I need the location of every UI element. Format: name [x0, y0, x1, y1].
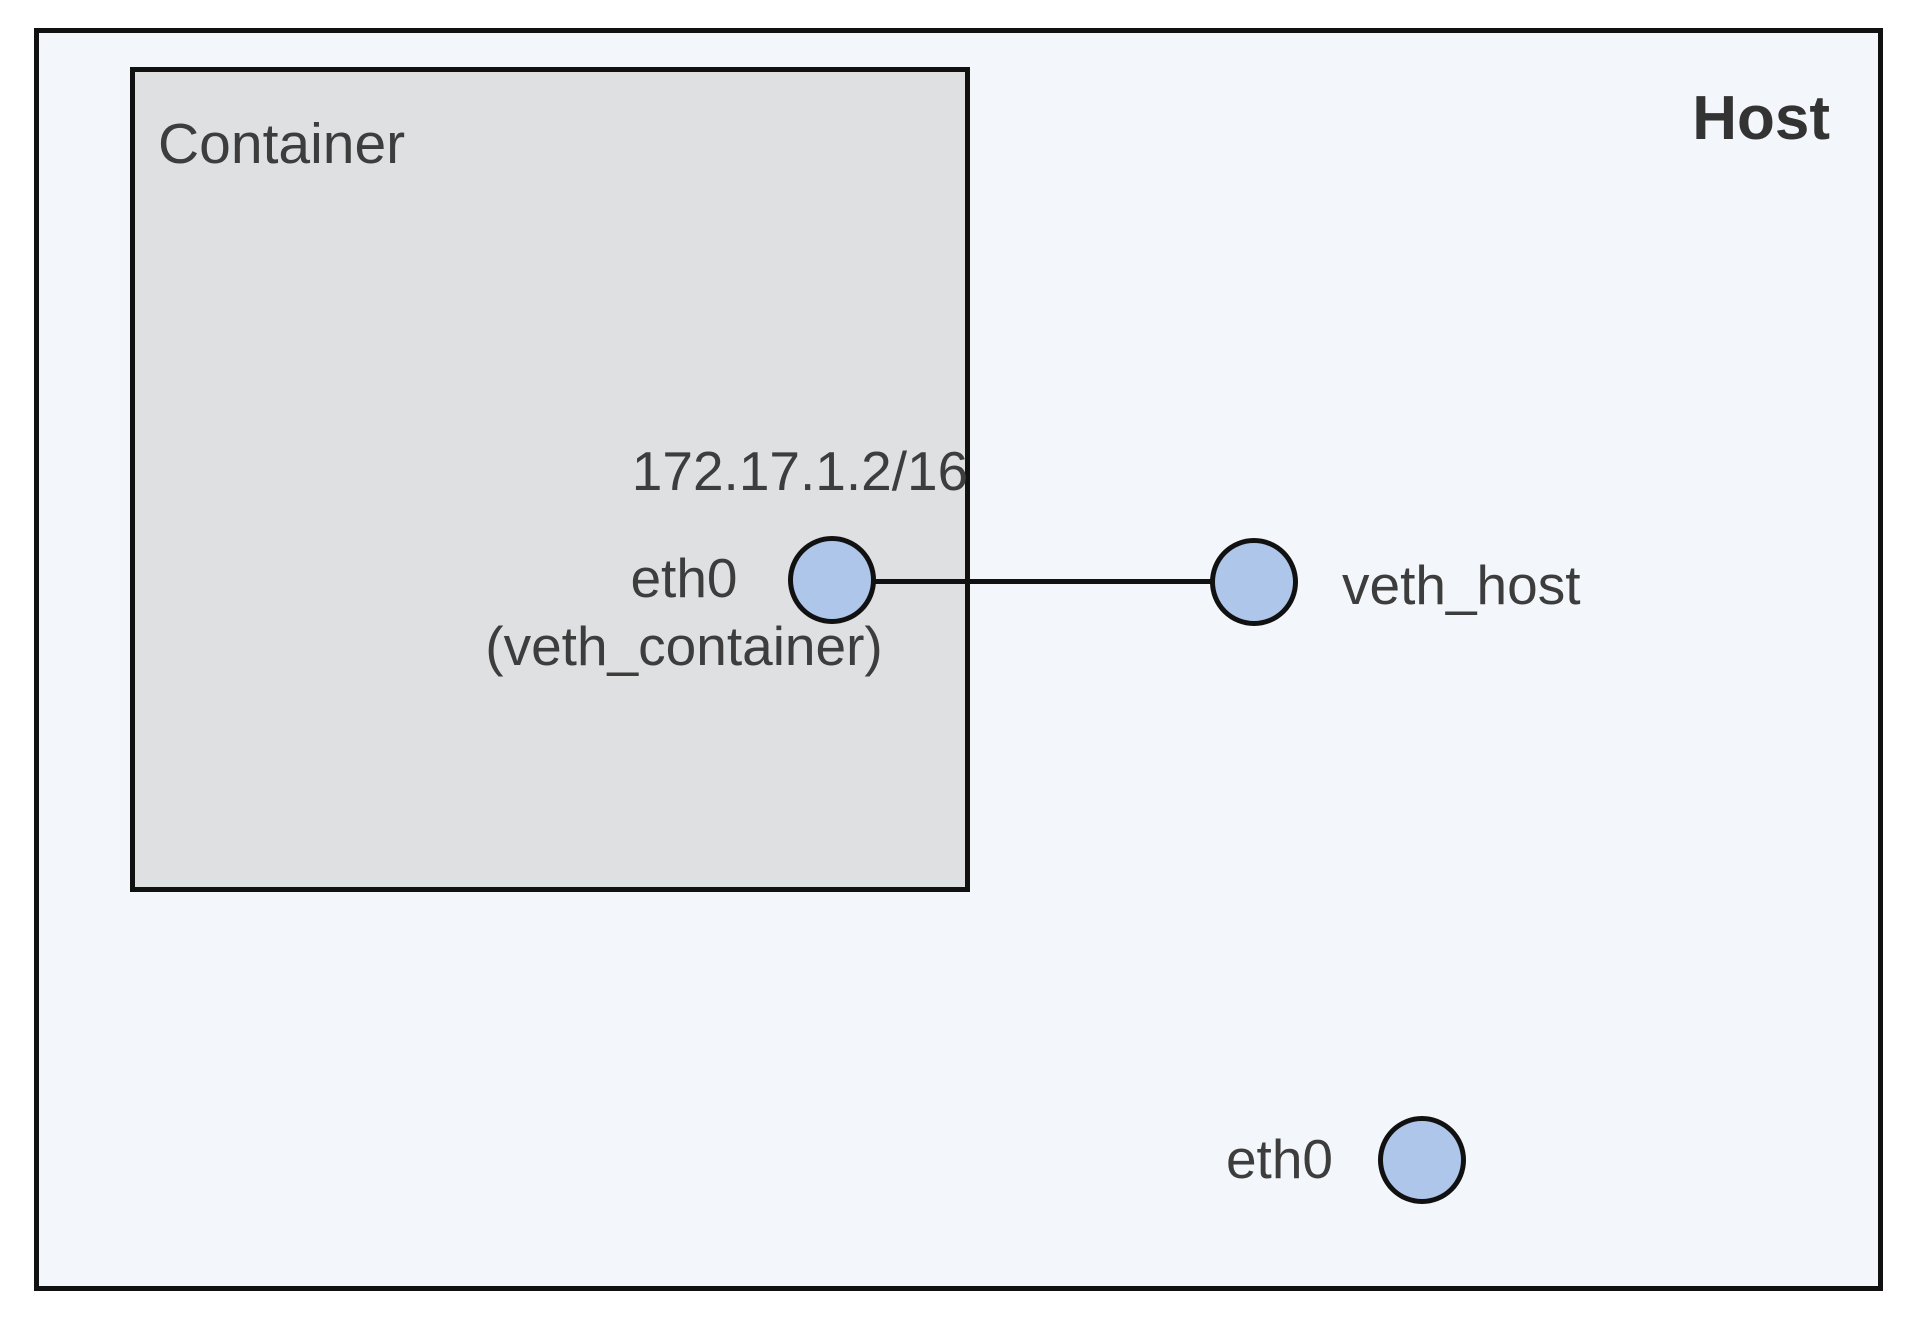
veth-host-node [1210, 538, 1298, 626]
container-eth0-veth-name: (veth_container) [485, 615, 883, 677]
container-label: Container [158, 112, 406, 176]
container-box [130, 67, 970, 892]
container-eth0-label: eth0 (veth_container) [434, 544, 934, 680]
veth-pair-link-line [872, 579, 1214, 584]
veth-host-label: veth_host [1342, 554, 1581, 616]
container-eth0-ip-label: 172.17.1.2/16 [631, 440, 969, 502]
host-label: Host [1692, 84, 1830, 153]
host-eth0-node [1378, 1116, 1466, 1204]
container-eth0-node [788, 536, 876, 624]
container-eth0-name: eth0 [630, 547, 738, 609]
host-eth0-label: eth0 [1225, 1128, 1333, 1190]
